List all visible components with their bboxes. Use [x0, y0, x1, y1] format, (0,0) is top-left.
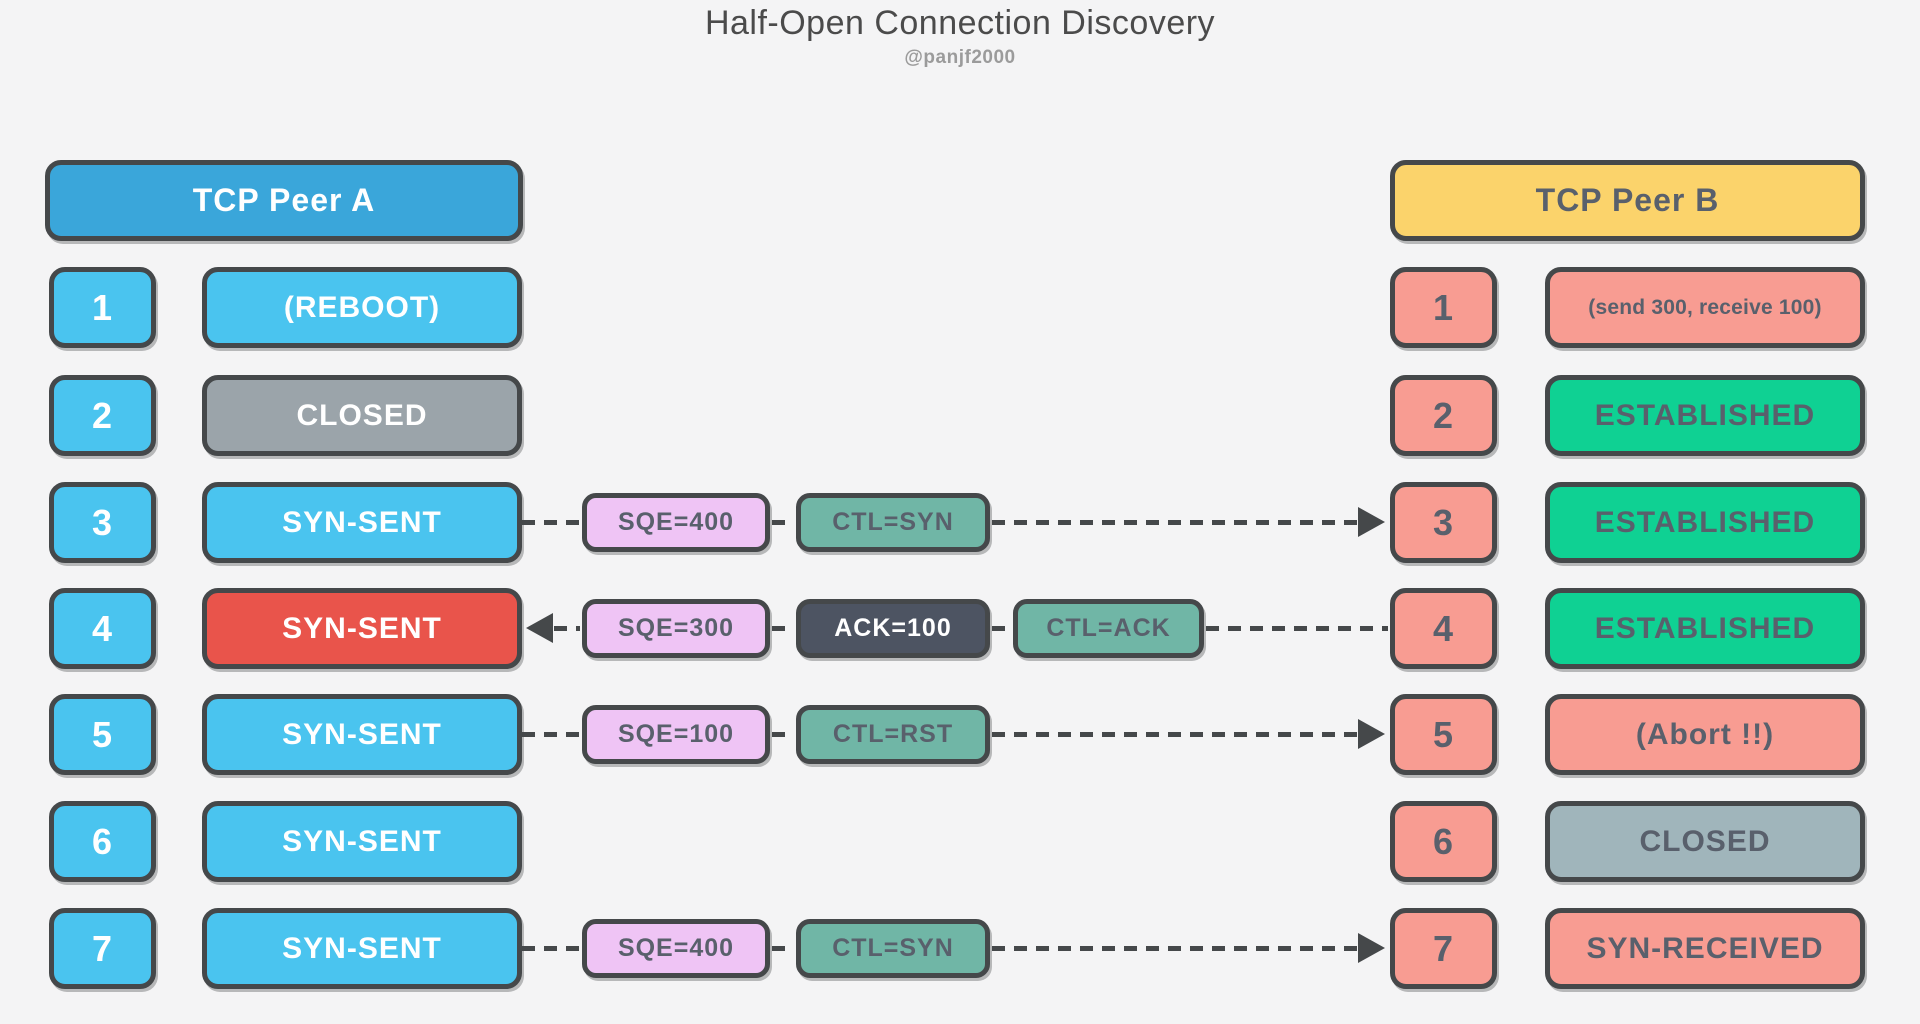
seq-message-box: SQE=300	[582, 599, 770, 658]
seq-message-box: SQE=400	[582, 919, 770, 978]
peer-b-state-box: ESTABLISHED	[1545, 482, 1865, 563]
dashed-connector	[992, 732, 1358, 737]
dashed-connector	[992, 946, 1358, 951]
peer-a-state-box: SYN-SENT	[202, 482, 522, 563]
peer-b-step-badge: 2	[1390, 375, 1497, 456]
ctl-message-box: CTL=SYN	[796, 919, 990, 978]
dashed-connector	[992, 626, 1011, 631]
dashed-connector	[772, 946, 794, 951]
peer-a-state-box: (REBOOT)	[202, 267, 522, 348]
peer-b-state-box: CLOSED	[1545, 801, 1865, 882]
diagram-author: @panjf2000	[904, 47, 1016, 68]
peer-b-step-badge: 3	[1390, 482, 1497, 563]
timeline-row-4: 4 SYN-SENT SQE=300 ACK=100 CTL=ACK 4 EST…	[0, 588, 1920, 669]
dashed-connector	[772, 520, 794, 525]
peer-a-step-badge: 2	[49, 375, 156, 456]
peer-a-step-badge: 4	[49, 588, 156, 669]
peer-a-step-badge: 6	[49, 801, 156, 882]
ack-message-box: ACK=100	[796, 599, 990, 658]
peer-a-step-badge: 1	[49, 267, 156, 348]
peer-a-step-badge: 3	[49, 482, 156, 563]
timeline-row-1: 1 (REBOOT) 1 (send 300, receive 100)	[0, 267, 1920, 348]
peer-b-step-badge: 1	[1390, 267, 1497, 348]
ctl-message-box: CTL=RST	[796, 705, 990, 764]
arrowhead-right-icon	[1358, 933, 1385, 963]
timeline-row-6: 6 SYN-SENT 6 CLOSED	[0, 801, 1920, 882]
ctl-message-box: CTL=ACK	[1013, 599, 1204, 658]
dashed-connector	[522, 946, 580, 951]
peer-a-state-box: SYN-SENT	[202, 801, 522, 882]
peer-a-state-box: CLOSED	[202, 375, 522, 456]
dashed-connector	[522, 520, 580, 525]
arrowhead-left-icon	[526, 613, 553, 643]
diagram-title: Half-Open Connection Discovery	[704, 4, 1216, 42]
peer-b-state-box: SYN-RECEIVED	[1545, 908, 1865, 989]
dashed-connector	[772, 626, 794, 631]
peer-b-step-badge: 4	[1390, 588, 1497, 669]
peer-b-step-badge: 7	[1390, 908, 1497, 989]
arrowhead-right-icon	[1358, 507, 1385, 537]
peer-b-header: TCP Peer B	[1390, 160, 1865, 241]
timeline-row-7: 7 SYN-SENT SQE=400 CTL=SYN 7 SYN-RECEIVE…	[0, 908, 1920, 989]
ctl-message-box: CTL=SYN	[796, 493, 990, 552]
peer-a-step-badge: 5	[49, 694, 156, 775]
peer-b-state-box: ESTABLISHED	[1545, 375, 1865, 456]
peer-b-state-box: (Abort !!)	[1545, 694, 1865, 775]
title-block: Half-Open Connection Discovery @panjf200…	[0, 4, 1920, 69]
dashed-connector	[522, 732, 580, 737]
dashed-connector	[554, 626, 580, 631]
dashed-connector	[772, 732, 794, 737]
peer-b-step-badge: 6	[1390, 801, 1497, 882]
seq-message-box: SQE=100	[582, 705, 770, 764]
timeline-row-2: 2 CLOSED 2 ESTABLISHED	[0, 375, 1920, 456]
peer-a-header: TCP Peer A	[45, 160, 523, 241]
peer-a-state-box: SYN-SENT	[202, 908, 522, 989]
seq-message-box: SQE=400	[582, 493, 770, 552]
peer-b-state-box: ESTABLISHED	[1545, 588, 1865, 669]
peer-a-step-badge: 7	[49, 908, 156, 989]
peer-a-state-box: SYN-SENT	[202, 588, 522, 669]
timeline-row-5: 5 SYN-SENT SQE=100 CTL=RST 5 (Abort !!)	[0, 694, 1920, 775]
peer-b-state-box: (send 300, receive 100)	[1545, 267, 1865, 348]
timeline-row-3: 3 SYN-SENT SQE=400 CTL=SYN 3 ESTABLISHED	[0, 482, 1920, 563]
dashed-connector	[992, 520, 1358, 525]
peer-b-step-badge: 5	[1390, 694, 1497, 775]
arrowhead-right-icon	[1358, 719, 1385, 749]
peer-a-state-box: SYN-SENT	[202, 694, 522, 775]
dashed-connector	[1206, 626, 1388, 631]
